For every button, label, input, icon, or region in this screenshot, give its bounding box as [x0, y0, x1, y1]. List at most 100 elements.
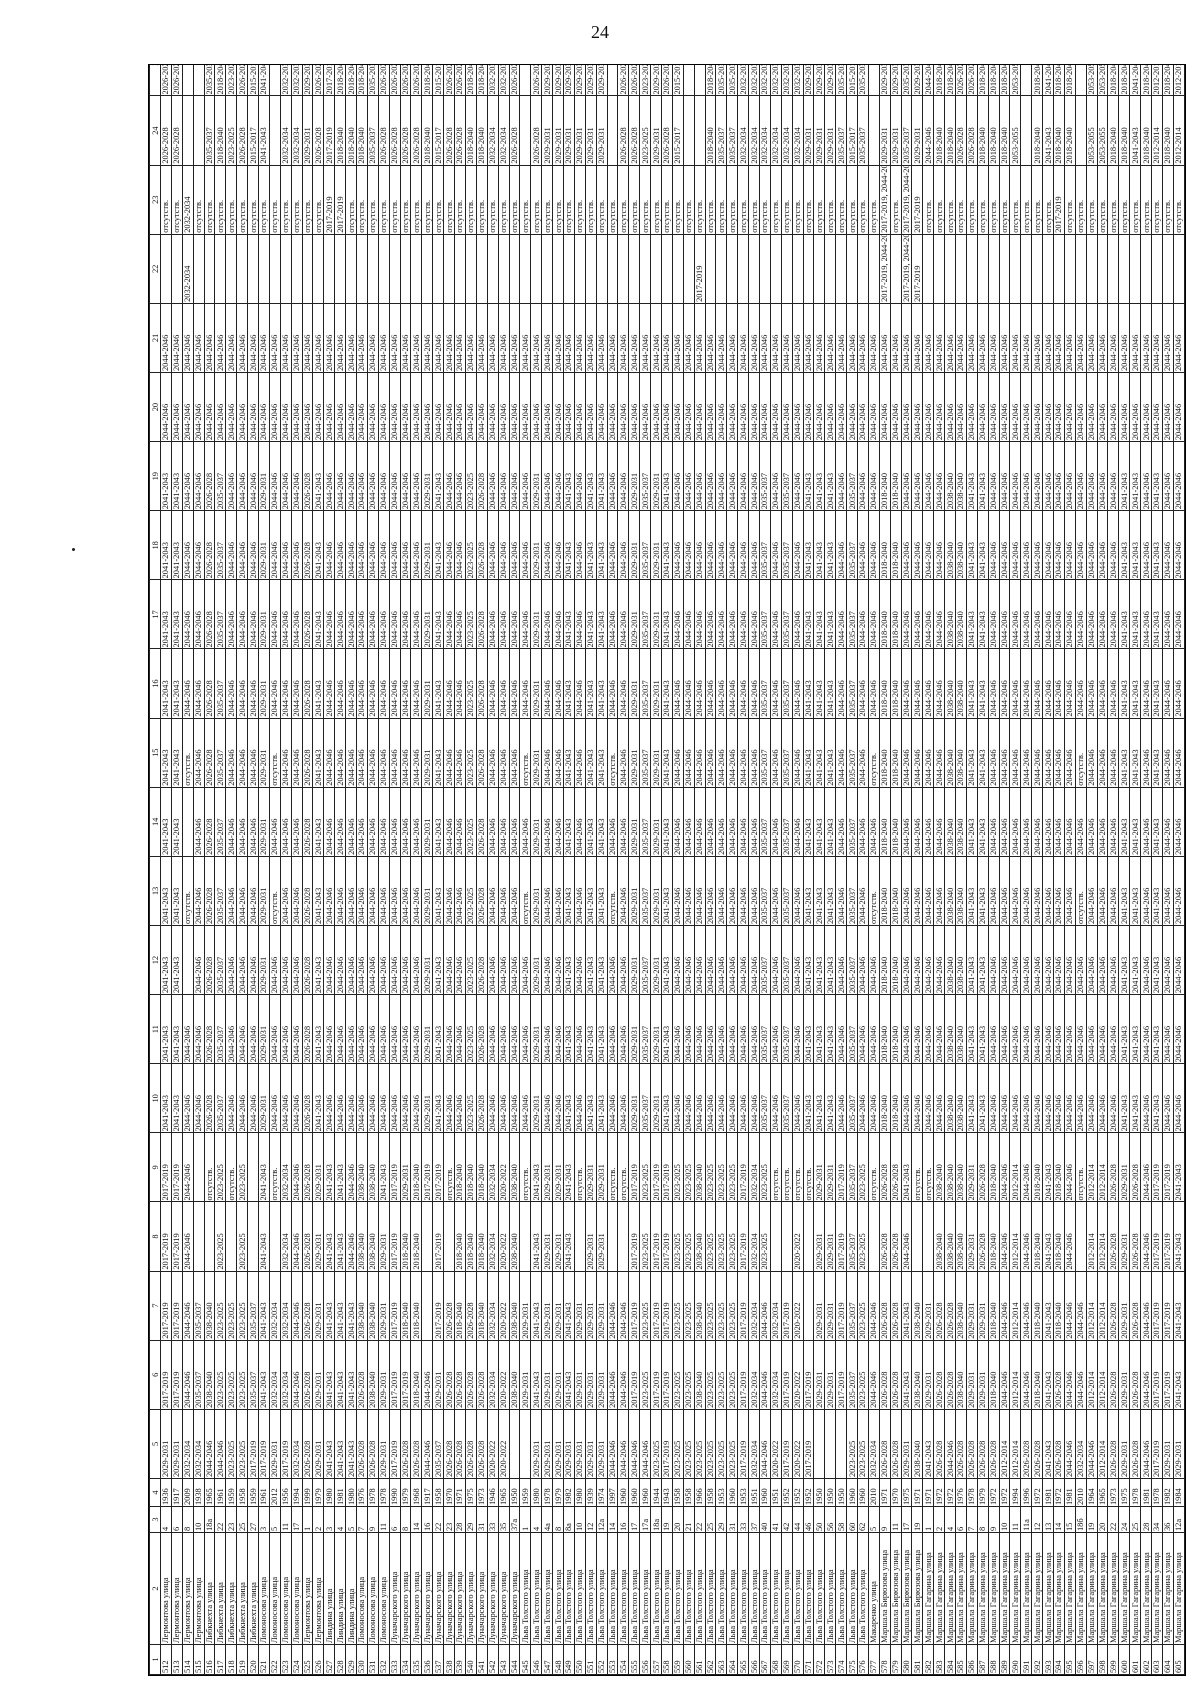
table-cell: 2044-2046	[1140, 441, 1152, 511]
table-cell: 2044-2046	[1162, 510, 1174, 580]
table-cell: 2041-2043	[585, 649, 597, 719]
table-cell: 2044-2046	[345, 441, 357, 511]
table-cell: отсутств.	[204, 165, 215, 235]
table-cell: 2044-2046	[1107, 925, 1119, 995]
table-cell: 2029-2031	[813, 1132, 825, 1202]
table-cell: 2029-2031	[650, 787, 662, 857]
table-cell: 2018-2040	[410, 1271, 422, 1341]
table-cell: 2044-2046	[1020, 649, 1032, 719]
table-cell: 2044-2046	[835, 718, 847, 788]
table-cell: 2026-2028	[400, 1409, 411, 1479]
table-cell: 2044-2046	[857, 372, 869, 442]
table-cell	[389, 234, 401, 304]
table-cell: 2035-2037	[781, 441, 793, 511]
table-cell: 2044-2046	[509, 303, 520, 373]
table-cell: 1973	[1107, 1478, 1119, 1507]
table-cell: 2044-2046	[726, 994, 738, 1064]
table-cell: Льва Толстого улица	[715, 1532, 727, 1645]
table-cell: 2044-2046	[737, 649, 749, 719]
table-cell: 2018-2040	[214, 65, 226, 96]
table-cell: 2044-2046	[367, 510, 379, 580]
table-cell: 1952	[803, 1478, 814, 1507]
table-cell: 2044-2046	[1020, 1271, 1032, 1341]
table-cell: 2017-2019	[432, 1202, 444, 1272]
table-cell: 2044-2046	[770, 787, 782, 857]
table-cell: 11	[1009, 1506, 1021, 1533]
table-cell: 565	[737, 1644, 749, 1675]
table-cell: 2026-2028	[476, 441, 488, 511]
table-cell: 2018-2040	[977, 65, 989, 96]
table-cell: 2026-2028	[454, 1409, 466, 1479]
table-cell: 2023-2025	[465, 787, 477, 857]
table-cell: 2017-2019	[160, 1340, 172, 1410]
table-cell: 2044-2046	[541, 441, 553, 511]
table-cell: 2041-2043	[824, 1063, 836, 1133]
table-cell: 2041-2043	[1118, 510, 1130, 580]
table-cell: 2035-2037	[639, 925, 651, 995]
table-cell: 2029-2031	[269, 1409, 281, 1479]
table-cell: 2026-2028	[476, 994, 488, 1064]
table-cell: 2044-2046	[944, 372, 956, 442]
table-cell: 2044-2046	[378, 856, 390, 926]
table-cell: 2018-2040	[345, 65, 357, 96]
table-cell: 2044-2046	[1009, 925, 1021, 995]
table-cell: 60	[846, 1506, 858, 1533]
table-cell	[759, 234, 771, 304]
table-cell: 2044-2046	[944, 1409, 956, 1479]
column-header: 15	[149, 718, 161, 788]
table-cell: 578	[879, 1644, 891, 1675]
table-cell: отсутств.	[1173, 165, 1185, 235]
table-cell: 42	[781, 1506, 793, 1533]
table-cell: 2044-2046	[487, 579, 499, 649]
table-cell: 2044-2046	[291, 579, 303, 649]
table-cell: 2044-2046	[487, 303, 499, 373]
table-cell: 2044-2046	[291, 372, 303, 442]
table-cell: 2044-2046	[1020, 303, 1032, 373]
table-cell: 2044-2046	[400, 510, 411, 580]
table-cell: 2044-2046	[1075, 510, 1087, 580]
table-cell: 2017-2019	[1151, 1202, 1163, 1272]
table-cell: 2029-2031	[258, 856, 270, 926]
table-cell: 2044-2046	[269, 925, 281, 995]
table-cell: 2026-2028	[378, 65, 390, 96]
table-cell: 2026-2028	[476, 510, 488, 580]
table-cell: 2044-2046	[193, 441, 205, 511]
table-cell: 2044-2046	[770, 925, 782, 995]
table-cell: 2044-2046	[748, 510, 760, 580]
table-cell: 2044-2046	[389, 303, 401, 373]
table-cell: отсутств.	[781, 1132, 793, 1202]
table-cell: 2044-2046	[715, 579, 727, 649]
table-cell: 9	[367, 1506, 379, 1533]
table-cell: 2044-2046	[922, 65, 934, 96]
table-cell: 584	[944, 1644, 956, 1675]
table-cell: 2044-2046	[236, 579, 248, 649]
table-cell: 11а	[1020, 1506, 1032, 1533]
table-cell: 2041-2043	[813, 787, 825, 857]
table-cell: 2044-2046	[1042, 994, 1054, 1064]
table-cell: 2041-2043	[312, 441, 324, 511]
table-cell: 2044-2046	[726, 925, 738, 995]
table-cell: 2032-2034	[748, 65, 760, 96]
table-cell: 2044-2046	[1009, 994, 1021, 1064]
table-cell: 2044-2046	[835, 441, 847, 511]
table-cell: 6	[955, 1506, 967, 1533]
table-cell: 2017-2019	[171, 1271, 183, 1341]
table-cell: 1959	[247, 1478, 259, 1507]
table-cell: отсутств.	[922, 1132, 934, 1202]
table-cell: 2029-2031	[574, 1409, 586, 1479]
table-cell: 2035-2037	[759, 787, 771, 857]
table-cell: Луначарского улица	[432, 1532, 444, 1645]
table-cell: 2041-2043	[966, 856, 978, 926]
table-cell: 519	[236, 1644, 248, 1675]
table-cell: 2018-2040	[879, 510, 891, 580]
table-cell: 2044-2046	[1064, 372, 1076, 442]
table-cell: 2017-2019	[661, 1132, 673, 1202]
table-cell: 2044-2046	[280, 649, 292, 719]
table-cell: 2029-2031	[628, 856, 640, 926]
table-cell: 2044-2046	[291, 1063, 303, 1133]
table-cell: 2044-2046	[770, 510, 782, 580]
